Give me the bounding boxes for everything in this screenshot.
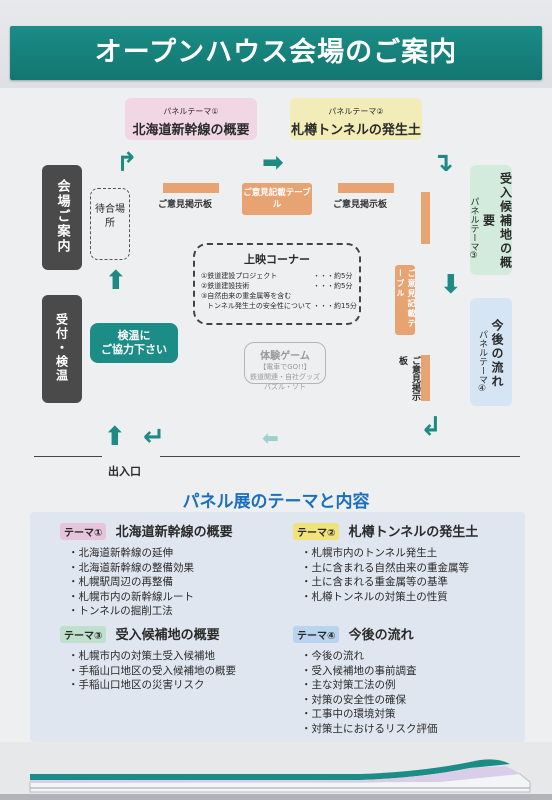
list-item: 対策の安全性の確保 xyxy=(301,693,525,708)
waiting-area: 待合場所 xyxy=(90,188,130,260)
arrow-left-faded-icon: ⬅ xyxy=(262,426,279,450)
opinion-board-label-1: ご意見掲示板 xyxy=(158,200,213,210)
list-item: トンネルの掘削工法 xyxy=(68,604,280,619)
venue-guide-label: 会場ご案内 xyxy=(54,179,70,254)
opinion-board-label-2: ご意見掲示板 xyxy=(333,200,388,210)
list-item: 対策土におけるリスク評価 xyxy=(301,722,525,737)
panel-theme-4: 今後の流れ パネルテーマ④ xyxy=(470,298,512,406)
list-item: 北海道新幹線の整備効果 xyxy=(68,561,280,576)
arrow-right-icon: ➡ xyxy=(262,148,284,178)
game-line-2: 鉄道関連・自社グッズ xyxy=(250,373,320,381)
panel-theme-4-title: 今後の流れ xyxy=(490,319,504,389)
theme-heading-4: 今後の流れ xyxy=(348,628,414,643)
venue-guide-board: 会場ご案内 xyxy=(42,165,82,270)
entrance-line-right xyxy=(160,456,520,457)
opinion-board-bar-3 xyxy=(421,355,430,401)
opinion-board-bar-2 xyxy=(338,183,394,193)
arrow-up-icon-1: ⬆ xyxy=(105,266,127,296)
panel-theme-3: 受入候補地の概要 パネルテーマ③ xyxy=(468,165,513,275)
list-item: 札樽トンネルの対策土の性質 xyxy=(301,590,525,605)
list-item: 札幌市内のトンネル発生土 xyxy=(301,546,525,561)
theme-tag-4: テーマ④ xyxy=(293,626,340,643)
arrow-down-icon: ⬇ xyxy=(440,270,462,300)
game-line-3: パズル・ソト xyxy=(264,383,306,391)
list-item: 今後の流れ xyxy=(301,649,525,664)
list-item: 北海道新幹線の延伸 xyxy=(68,546,280,561)
theme-block-1: テーマ① 北海道新幹線の概要 北海道新幹線の延伸 北海道新幹線の整備効果 札幌駅… xyxy=(60,521,280,619)
list-item: 主な対策工法の例 xyxy=(301,678,525,693)
list-item: 手稲山口地区の災害リスク xyxy=(68,678,285,693)
game-line-1: 【電車でGO!!】 xyxy=(259,363,311,371)
opinion-table-center: ご意見記載テーブル xyxy=(242,183,312,215)
list-item: 札幌市内の対策土受入候補地 xyxy=(68,649,285,664)
panel-theme-2-number: パネルテーマ② xyxy=(328,107,384,116)
arrow-left-down-icon: ↵ xyxy=(143,422,165,452)
reception-board: 受付・検温 xyxy=(42,295,82,403)
page-title: オープンハウス会場のご案内 xyxy=(94,37,458,68)
game-corner: 体験ゲーム 【電車でGO!!】 鉄道関連・自社グッズ パズル・ソト xyxy=(244,342,326,391)
arrow-up-right-icon: ↱ xyxy=(116,148,138,178)
theme-tag-3: テーマ③ xyxy=(60,626,107,643)
opinion-board-label-3: ご意見掲示板 xyxy=(397,356,420,401)
list-item: 手稲山口地区の受入候補地の概要 xyxy=(68,664,285,679)
screening-corner: 上映コーナー ①鉄道建設プロジェクト・・・約5分 ②鉄道建設技術・・・約5分 ③… xyxy=(193,243,361,325)
panel-theme-1: パネルテーマ① 北海道新幹線の概要 xyxy=(125,98,257,140)
theme-list-4: 今後の流れ 受入候補地の事前調査 主な対策工法の例 対策の安全性の確保 工事中の… xyxy=(301,649,525,736)
screening-item-1: ①鉄道建設プロジェクト・・・約5分 xyxy=(201,272,353,280)
arrow-down-left-icon: ↲ xyxy=(420,412,442,442)
shinkansen-train-illustration xyxy=(0,742,552,800)
theme-heading-2: 札樽トンネルの発生土 xyxy=(348,525,479,540)
title-bar xyxy=(10,26,542,80)
theme-block-3: テーマ③ 受入候補地の概要 札幌市内の対策土受入候補地 手稲山口地区の受入候補地… xyxy=(60,624,285,693)
list-item: 札幌駅周辺の再整備 xyxy=(68,575,280,590)
panel-theme-3-number: パネルテーマ③ xyxy=(468,197,479,261)
screening-item-4: トンネル発生土の安全性について・・・約15分 xyxy=(207,302,357,310)
theme-list-1: 北海道新幹線の延伸 北海道新幹線の整備効果 札幌駅周辺の再整備 札幌市内の新幹線… xyxy=(68,546,280,619)
panel-theme-4-number: パネルテーマ④ xyxy=(477,330,487,394)
panel-theme-1-number: パネルテーマ① xyxy=(163,107,219,116)
entrance-line-left xyxy=(34,456,102,457)
entrance-label: 出入口 xyxy=(108,465,141,478)
screening-item-2: ②鉄道建設技術・・・約5分 xyxy=(201,282,353,290)
arrow-up-icon-2: ⬆ xyxy=(104,422,126,452)
list-item: 土に含まれる自然由来の重金属等 xyxy=(301,561,525,576)
temperature-check-bubble: 検温に ご協力下さい xyxy=(90,323,178,363)
section-title: パネル展のテーマと内容 xyxy=(182,492,370,512)
temp-check-line-2: ご協力下さい xyxy=(101,343,167,356)
opinion-board-bar-1 xyxy=(163,183,219,193)
theme-block-2: テーマ② 札樽トンネルの発生土 札幌市内のトンネル発生土 土に含まれる自然由来の… xyxy=(293,521,525,604)
screening-item-3: ③自然由来の重金属等を含む xyxy=(201,292,292,300)
panel-theme-2-title: 札樽トンネルの発生土 xyxy=(291,123,421,138)
game-title: 体験ゲーム xyxy=(260,351,310,362)
theme-block-4: テーマ④ 今後の流れ 今後の流れ 受入候補地の事前調査 主な対策工法の例 対策の… xyxy=(293,624,525,736)
opinion-board-bar-right xyxy=(421,192,430,244)
theme-list-3: 札幌市内の対策土受入候補地 手稲山口地区の受入候補地の概要 手稲山口地区の災害リ… xyxy=(68,649,285,693)
panel-theme-2: パネルテーマ② 札樽トンネルの発生土 xyxy=(290,98,422,140)
theme-list-2: 札幌市内のトンネル発生土 土に含まれる自然由来の重金属等 土に含まれる重金属等の… xyxy=(301,546,525,604)
theme-heading-1: 北海道新幹線の概要 xyxy=(115,525,233,540)
theme-tag-2: テーマ② xyxy=(293,523,340,540)
temp-check-line-1: 検温に xyxy=(117,329,151,342)
list-item: 土に含まれる重金属等の基準 xyxy=(301,575,525,590)
list-item: 受入候補地の事前調査 xyxy=(301,664,525,679)
theme-tag-1: テーマ① xyxy=(60,523,107,540)
list-item: 工事中の環境対策 xyxy=(301,707,525,722)
screening-title: 上映コーナー xyxy=(244,253,310,266)
reception-label: 受付・検温 xyxy=(54,313,69,383)
panel-theme-3-title: 受入候補地の概要 xyxy=(481,172,513,270)
arrow-down-right-icon: ↴ xyxy=(432,148,454,178)
theme-heading-3: 受入候補地の概要 xyxy=(115,628,220,643)
list-item: 札幌市内の新幹線ルート xyxy=(68,590,280,605)
opinion-table-side-label: ご意見記載テーブル xyxy=(396,269,416,329)
opinion-table-side: ご意見記載テーブル xyxy=(395,265,416,335)
panel-theme-1-title: 北海道新幹線の概要 xyxy=(132,123,250,138)
